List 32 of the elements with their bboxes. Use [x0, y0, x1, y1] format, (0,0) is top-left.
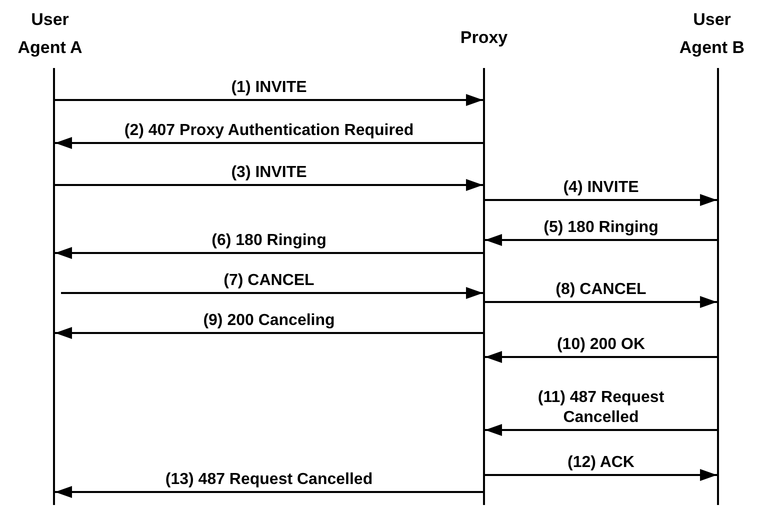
message-label: (6) 180 Ringing — [210, 231, 328, 251]
message-label: (5) 180 Ringing — [542, 218, 660, 238]
message-label: (3) INVITE — [230, 163, 308, 183]
message-label: (4) INVITE — [562, 178, 640, 198]
message-label: (10) 200 OK — [556, 335, 646, 355]
message-label: (9) 200 Canceling — [202, 311, 336, 331]
message-label: (11) 487 Request Cancelled — [536, 388, 666, 428]
message-arrow — [55, 327, 483, 339]
message-arrow — [61, 287, 483, 299]
message-label: (8) CANCEL — [554, 280, 648, 300]
message-arrow — [485, 194, 717, 206]
message-label: (12) ACK — [566, 453, 636, 473]
message-arrow — [485, 234, 717, 246]
lifeline — [483, 68, 485, 505]
message-arrow — [55, 137, 483, 149]
message-label: (13) 487 Request Cancelled — [164, 470, 374, 490]
message-label: (2) 407 Proxy Authentication Required — [123, 121, 415, 141]
participant-label: User Agent B — [678, 9, 746, 59]
participant-label: User Agent A — [16, 9, 84, 59]
lifeline — [717, 68, 719, 505]
message-arrow — [55, 94, 483, 106]
participant-label: Proxy — [459, 27, 509, 49]
lifeline — [53, 68, 55, 505]
message-arrow — [485, 296, 717, 308]
message-label: (1) INVITE — [230, 78, 308, 98]
message-arrow — [485, 469, 717, 481]
message-arrow — [55, 486, 483, 498]
message-label: (7) CANCEL — [222, 271, 316, 291]
message-arrow — [55, 179, 483, 191]
message-arrow — [485, 351, 717, 363]
message-arrow — [485, 424, 717, 436]
message-arrow — [55, 247, 483, 259]
